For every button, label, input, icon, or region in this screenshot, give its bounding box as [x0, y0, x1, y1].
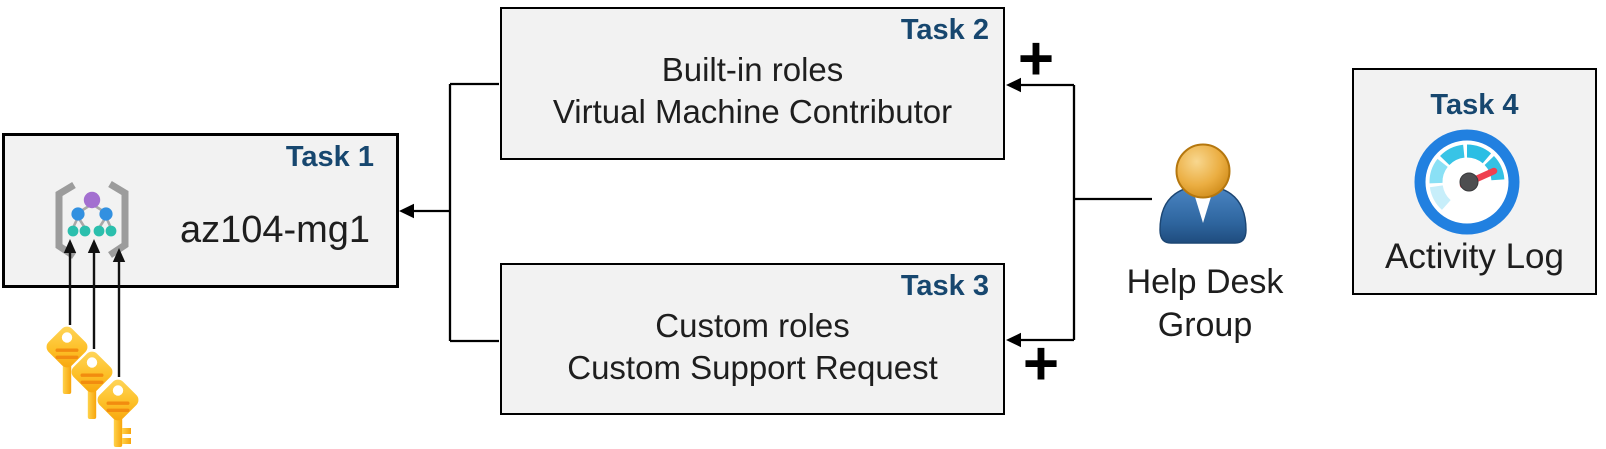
node-teal-3 — [93, 225, 105, 237]
task2-text-line1: Built-in roles — [661, 51, 844, 88]
task3-text-line1: Custom roles — [655, 307, 850, 344]
task4-box: Task 4 Activity Log — [1352, 68, 1597, 295]
keys-icon — [46, 239, 139, 447]
task1-title: az104-mg1 — [179, 209, 371, 251]
task3-text-line2: Custom Support Request — [567, 349, 938, 386]
arrowhead-into-task1 — [399, 203, 414, 219]
node-blue-right — [99, 207, 113, 221]
arrowhead-into-task3 — [1006, 332, 1021, 348]
help-desk-group-label-line1: Help Desk — [1126, 263, 1284, 301]
node-teal-2 — [79, 225, 91, 237]
plus-sign-task2: + — [1017, 24, 1055, 94]
bracket-right — [108, 180, 129, 258]
activity-log-gauge-icon — [1414, 129, 1520, 235]
key-icon — [71, 351, 113, 419]
key-icon — [97, 379, 139, 447]
help-desk-group-label-line2: Group — [1157, 306, 1253, 344]
arrowhead-into-task2 — [1006, 77, 1021, 93]
task4-caption: Activity Log — [1385, 237, 1564, 276]
task1-badge: Task 1 — [285, 141, 374, 173]
task4-badge: Task 4 — [1430, 89, 1519, 121]
node-teal-4 — [105, 225, 117, 237]
task2-box: Task 2 Built-in roles Virtual Machine Co… — [500, 7, 1005, 160]
task3-box: Task 3 Custom roles Custom Support Reque… — [500, 263, 1005, 415]
management-group-icon — [55, 180, 129, 259]
user-icon — [1159, 143, 1247, 244]
arrowhead-up-3 — [112, 248, 126, 262]
user-head — [1175, 143, 1231, 199]
node-purple — [83, 191, 101, 209]
task3-badge: Task 3 — [900, 270, 989, 302]
key-icon — [46, 326, 88, 394]
plus-sign-task3: + — [1022, 329, 1060, 399]
node-teal-1 — [67, 225, 79, 237]
gauge-hub — [1459, 172, 1479, 192]
node-blue-left — [71, 207, 85, 221]
help-desk-group-label: Help Desk Group — [1105, 261, 1305, 347]
arrowhead-up-2 — [87, 239, 101, 253]
task2-text-line2: Virtual Machine Contributor — [552, 93, 953, 130]
task2-badge: Task 2 — [900, 14, 989, 46]
task1-box: Task 1 az104-mg1 — [2, 133, 399, 288]
arrowhead-up-1 — [63, 239, 77, 253]
